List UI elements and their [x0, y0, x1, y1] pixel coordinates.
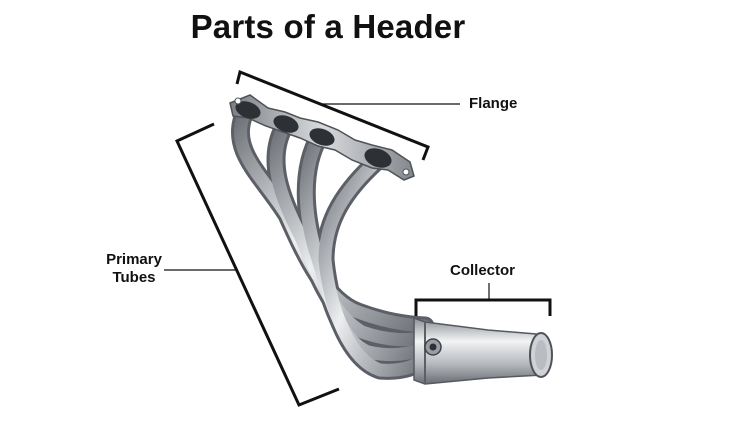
collector-label: Collector: [450, 262, 516, 279]
flange-label: Flange: [469, 95, 518, 112]
primary-tubes-bracket: [175, 122, 340, 407]
primary-tubes-label-line1: Primary: [106, 251, 162, 268]
collector-body: [413, 316, 553, 385]
primary-tubes-label-line2: Tubes: [112, 269, 156, 286]
flange-plate: [229, 94, 415, 181]
flange-bracket: [235, 69, 430, 161]
primary-tubes: [230, 102, 435, 380]
primary-tubes-label: Primary Tubes: [94, 251, 174, 287]
label-brackets: [164, 69, 552, 407]
page-title: Parts of a Header: [190, 8, 466, 45]
collector-bracket: [414, 298, 552, 316]
